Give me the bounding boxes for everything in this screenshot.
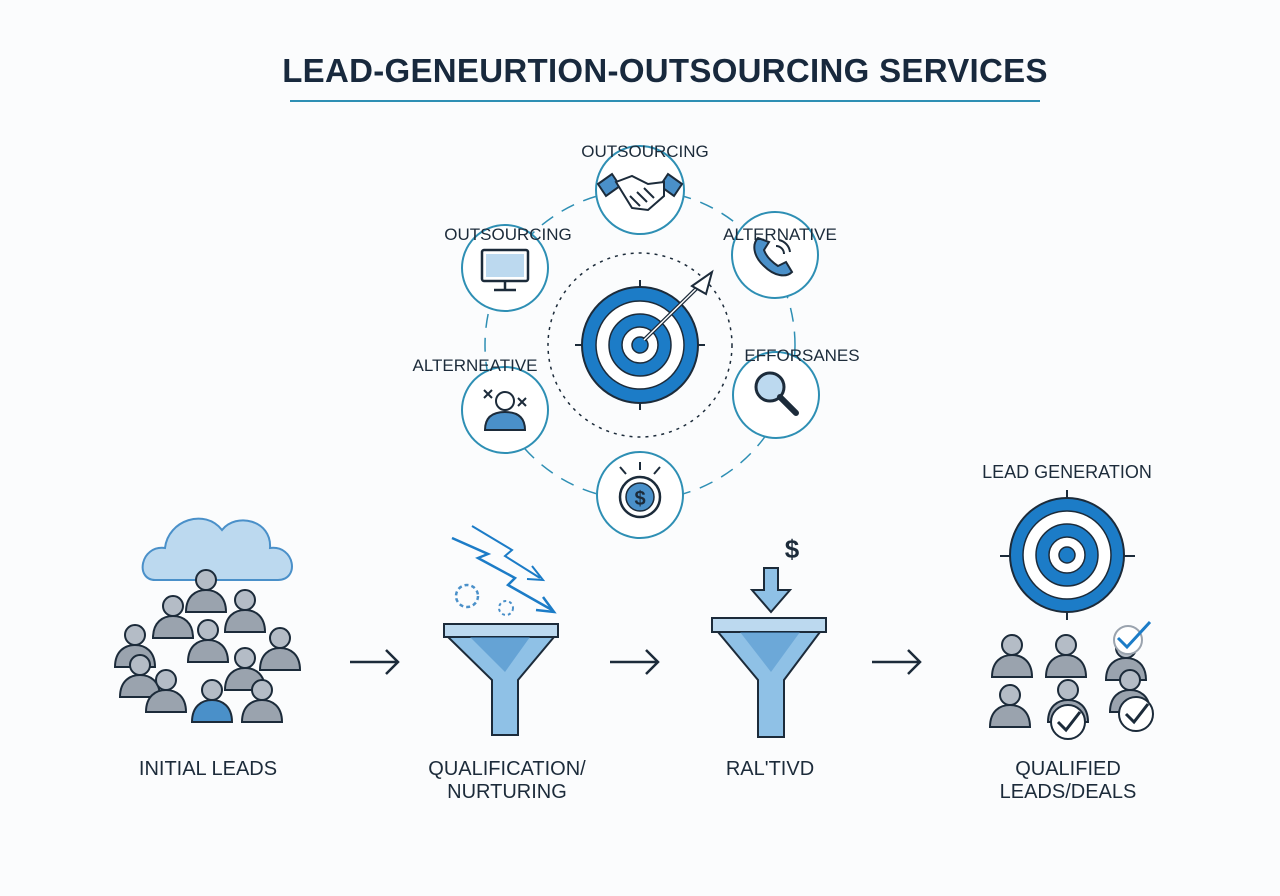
magnifier-icon <box>754 371 799 416</box>
cycle-label-top-right: ALTERNATIVE <box>723 225 837 244</box>
lead-generation-label: LEAD GENERATION <box>982 462 1152 482</box>
cycle-label-left-bottom: ALTERNEATIVE <box>412 356 538 375</box>
check-badge-icon <box>1113 620 1152 655</box>
flow-arrow-1 <box>350 649 400 675</box>
dollar-coin-icon <box>618 462 662 519</box>
cycle-node-phone <box>731 211 819 299</box>
cycle-label-right: EFFORSANES <box>744 346 860 365</box>
stage-label-line: INITIAL LEADS <box>138 758 278 780</box>
stage-label-line: LEADS/DEALS <box>999 781 1137 803</box>
phone-icon <box>753 236 794 277</box>
cycle-node-handshake <box>595 145 685 235</box>
cycle-node-monitor <box>461 224 549 312</box>
qualified-people-icon <box>989 620 1154 740</box>
person-x-icon <box>483 389 527 431</box>
stage-label-line: QUALIFIED <box>1015 758 1121 780</box>
cycle-label-top: OUTSOURCING <box>581 142 709 161</box>
lead-target-icon <box>1000 490 1135 620</box>
stage-label-line: RAL'TIVD <box>725 758 815 780</box>
crowd-cloud-icon <box>114 517 301 723</box>
cycle-node-person <box>461 366 549 454</box>
monitor-icon <box>480 248 530 292</box>
cycle-label-left-top: OUTSOURCING <box>444 225 572 244</box>
cycle-node-dollar: $ <box>596 451 684 539</box>
stage-label-initial-leads: INITIAL LEADS <box>108 758 308 781</box>
stage-label-ral-tivd: RAL'TIVD <box>690 758 850 781</box>
stage-label-line: NURTURING <box>447 781 567 803</box>
flow-arrow-2 <box>610 649 660 675</box>
funnel-dollar-icon <box>711 567 827 738</box>
page-title: LEAD-GENEURTION-OUTSOURCING SERVICES <box>282 52 1048 89</box>
check-badge-icon <box>1050 704 1086 740</box>
stage3-dollar-symbol: $ <box>785 534 800 564</box>
center-dotted-ring <box>547 252 733 438</box>
cycle-node-magnifier <box>732 351 820 439</box>
flow-arrow-3 <box>872 649 922 675</box>
cycle: $ <box>461 145 820 539</box>
coin-dollar-symbol: $ <box>634 488 645 510</box>
stage-label-qualified-leads: QUALIFIED LEADS/DEALS <box>968 758 1168 804</box>
stage-label-qualification: QUALIFICATION/ NURTURING <box>392 758 622 804</box>
handshake-icon <box>596 172 684 212</box>
funnel-icon <box>443 525 559 736</box>
target-arrow-icon <box>575 269 714 410</box>
check-badge-icon <box>1118 696 1154 732</box>
stage-label-line: QUALIFICATION/ <box>428 758 586 780</box>
